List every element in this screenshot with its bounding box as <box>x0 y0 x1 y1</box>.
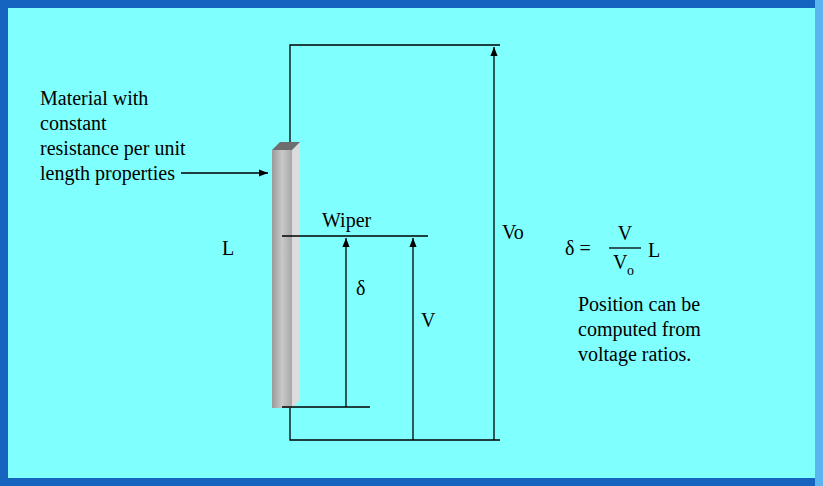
bottom-wire <box>290 408 500 440</box>
wiper-label: Wiper <box>322 208 371 233</box>
formula-denominator: V <box>613 250 627 275</box>
resistor-side <box>292 142 300 408</box>
fraction-bar <box>609 247 641 248</box>
length-label: L <box>222 236 234 261</box>
formula-subscript: o <box>627 262 634 280</box>
frame-band <box>0 478 823 486</box>
formula-factor: L <box>648 238 660 263</box>
top-wire <box>290 45 500 142</box>
wiper-line <box>282 235 428 236</box>
frame-band <box>0 0 823 8</box>
supply-voltage-arrow <box>493 47 494 440</box>
material-note: Material with constant resistance per un… <box>40 86 190 186</box>
voltage-label: V <box>421 308 435 333</box>
frame-band <box>0 0 8 486</box>
voltage-arrow <box>412 238 413 440</box>
resistor-bar <box>272 150 292 408</box>
displacement-label: δ <box>356 276 365 301</box>
frame-band <box>815 0 823 486</box>
supply-voltage-label: Vo <box>502 220 524 245</box>
delta-arrow <box>345 238 346 407</box>
formula-note: Position can be computed from voltage ra… <box>578 292 718 367</box>
resistor-top <box>272 142 300 150</box>
formula-lhs: δ = <box>565 236 591 261</box>
formula-numerator: V <box>618 221 632 246</box>
leader-arrow <box>181 172 268 173</box>
dimension-tick <box>282 406 370 407</box>
